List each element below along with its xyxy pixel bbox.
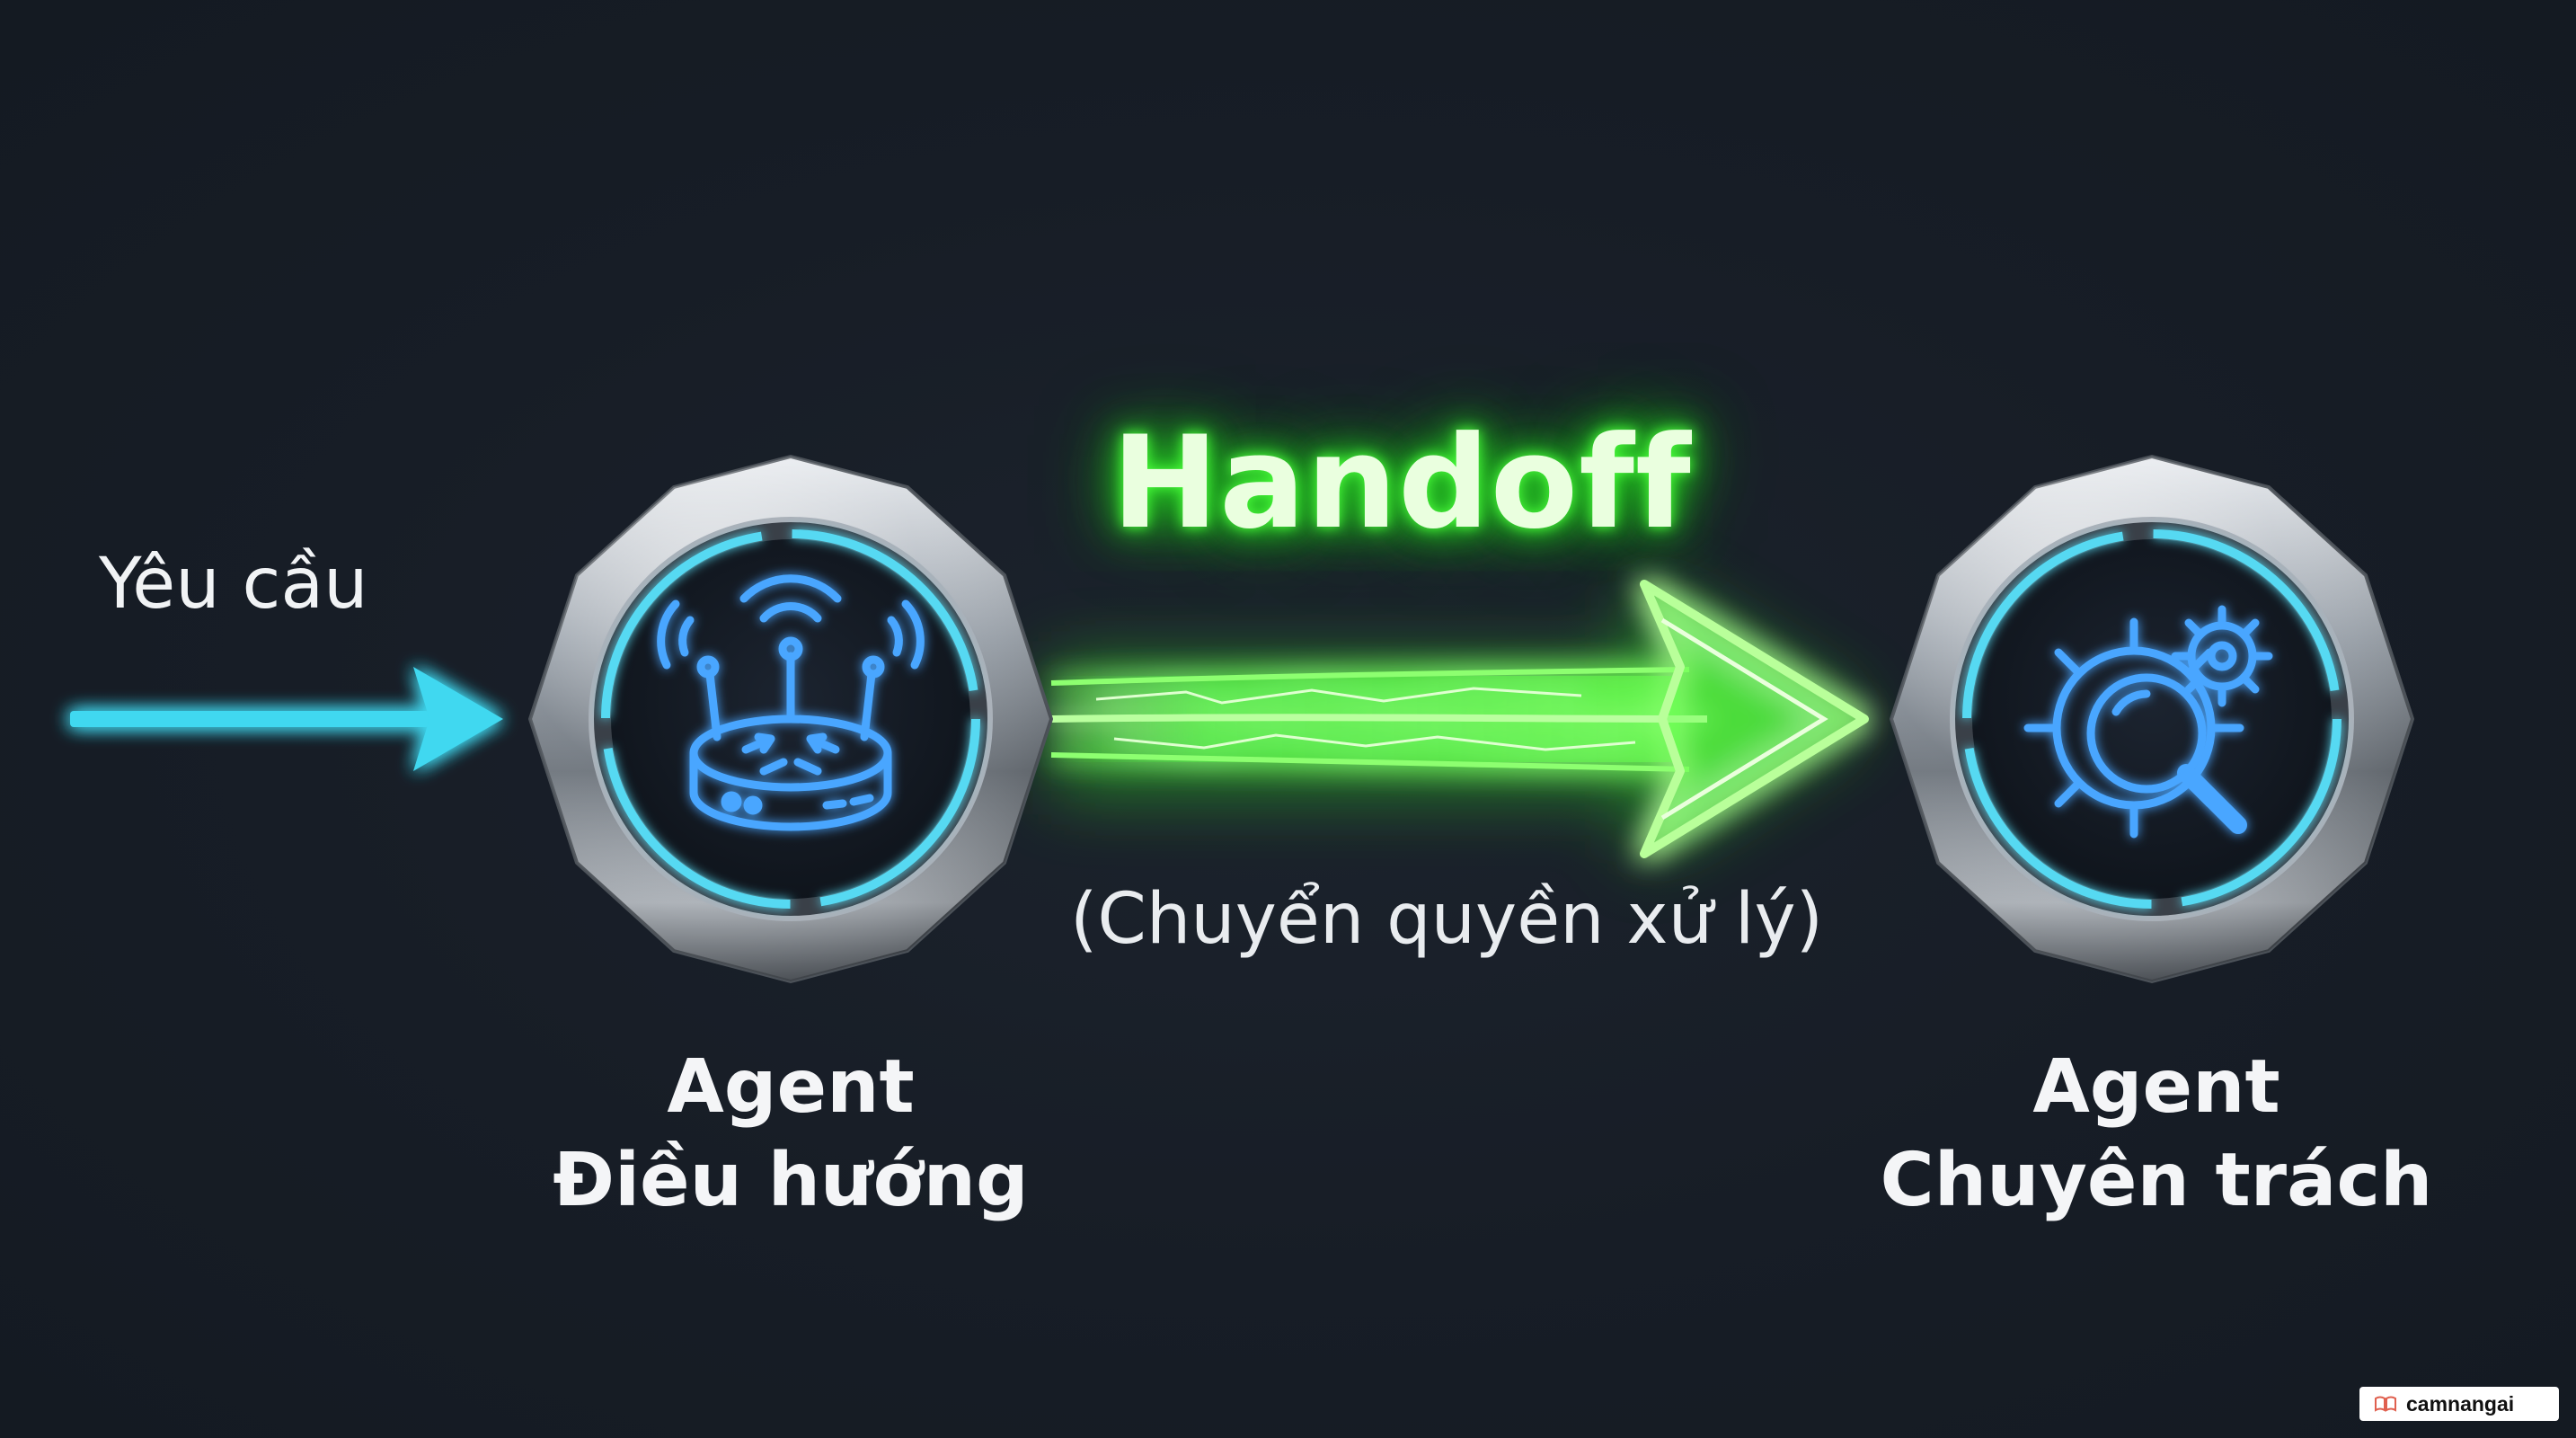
watermark-text: camnangai (2406, 1391, 2515, 1416)
router-agent-caption: Agent Điều hướng (503, 1041, 1078, 1228)
specialist-agent-node (1890, 455, 2414, 983)
specialist-agent-caption-line1: Agent (2032, 1044, 2280, 1130)
handoff-arrow (1050, 580, 1869, 858)
router-node-ring (601, 529, 980, 909)
watermark-badge: camnangai (2359, 1387, 2559, 1421)
handoff-title: Handoff (1111, 409, 1692, 557)
router-agent-caption-line2: Điều hướng (553, 1138, 1029, 1223)
book-icon (2375, 1396, 2396, 1412)
specialist-agent-caption-line2: Chuyên trách (1880, 1138, 2433, 1223)
router-agent-caption-line1: Agent (667, 1044, 915, 1130)
request-label: Yêu cầu (99, 544, 368, 625)
router-icon (657, 574, 925, 831)
specialist-node-ring (1962, 529, 2341, 909)
specialist-agent-caption: Agent Chuyên trách (1842, 1041, 2471, 1228)
gear-magnifier-icon (2023, 605, 2273, 839)
request-arrow (70, 667, 503, 771)
router-agent-node (528, 455, 1053, 983)
handoff-subtitle: (Chuyển quyền xử lý) (1069, 879, 1824, 960)
